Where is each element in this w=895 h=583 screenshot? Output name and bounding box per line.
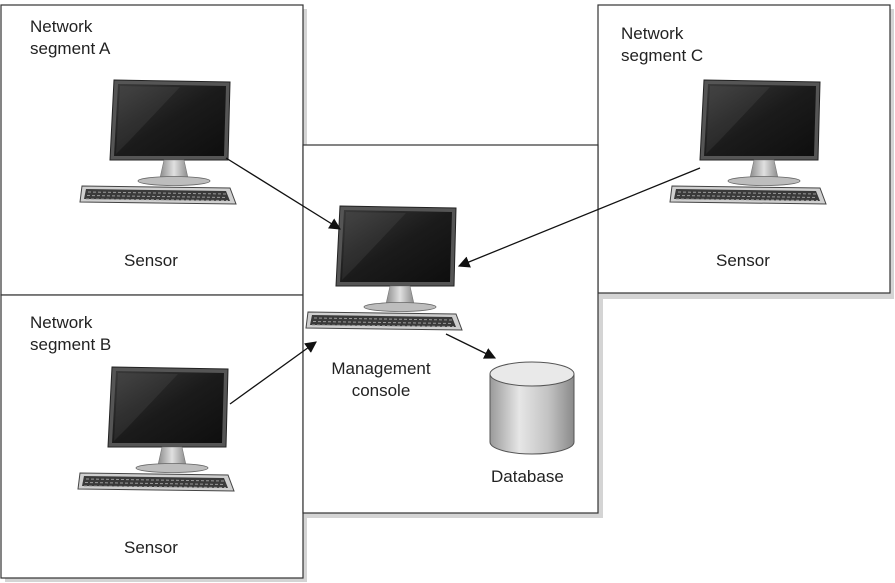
management-console-label-line1: Management <box>331 359 431 378</box>
sensor-c-label: Sensor <box>716 251 770 270</box>
segment-b-title: Network segment B <box>30 312 111 356</box>
segment-a-title-line2: segment A <box>30 39 111 58</box>
segment-c-title-line2: segment C <box>621 46 704 65</box>
arrow-segment-b-to-console <box>229 341 317 405</box>
segment-c-title: Network segment C <box>621 23 703 67</box>
segment-c-title-line1: Network <box>621 24 684 43</box>
database-label: Database <box>491 467 564 486</box>
segment-c-box <box>597 4 891 294</box>
segment-a-title-line1: Network <box>30 17 93 36</box>
arrow-segment-a-to-console <box>225 157 341 230</box>
sensor-a-label: Sensor <box>124 251 178 270</box>
sensor-b-label: Sensor <box>124 538 178 557</box>
segment-b-title-line2: segment B <box>30 335 112 354</box>
arrow-segment-c-to-console <box>457 167 701 268</box>
management-console-label: Management console <box>316 358 446 402</box>
management-console-label-line2: console <box>351 381 411 400</box>
database-cylinder-icon <box>489 361 575 455</box>
segment-a-title: Network segment A <box>30 16 110 60</box>
segment-b-title-line1: Network <box>30 313 93 332</box>
arrow-console-to-database <box>445 333 497 359</box>
